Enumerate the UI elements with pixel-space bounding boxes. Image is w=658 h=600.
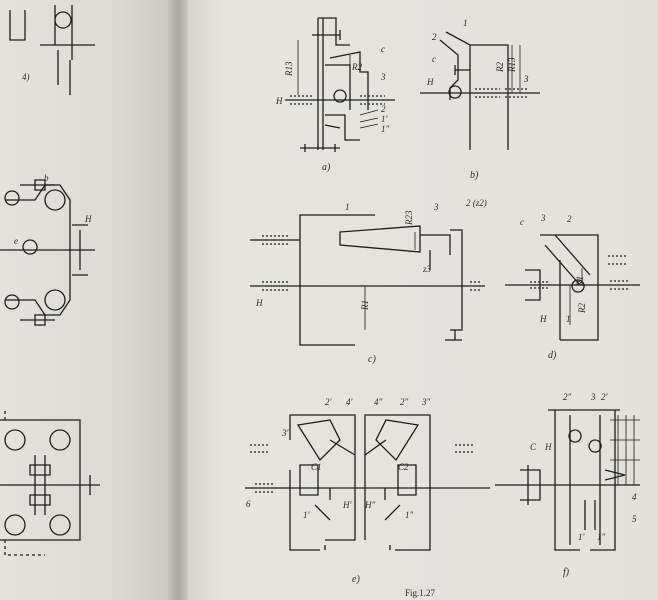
a-label-h: H xyxy=(275,96,283,106)
b-label-1: 1 xyxy=(463,18,468,28)
e-label-4pp: 4" xyxy=(374,397,383,407)
f-label-2p: 2' xyxy=(601,392,609,402)
c-label-3: 3 xyxy=(433,202,439,212)
a-caption: a) xyxy=(322,162,331,173)
c-caption: c) xyxy=(368,354,376,365)
e-label-3pp: 3" xyxy=(421,397,431,407)
b-label-h: H xyxy=(426,77,434,87)
b-label-2: 2 xyxy=(432,32,437,42)
b-label-3: 3 xyxy=(523,74,529,84)
b-label-r2: R2 xyxy=(495,62,505,73)
f-label-5: 5 xyxy=(632,514,637,524)
d-label-r2: R2 xyxy=(577,303,587,314)
b-label-c: c xyxy=(432,54,436,64)
a-label-1pp: 1" xyxy=(381,124,390,134)
f-label-1pp: 1" xyxy=(597,532,606,542)
e-caption: e) xyxy=(352,574,360,585)
e-label-3p: 3' xyxy=(281,428,290,438)
scheme-panel-b: 1 2 c H 3 R2 R13 b) xyxy=(420,18,540,181)
a-label-3: 3 xyxy=(380,72,386,82)
scheme-panel-d: c 3 2 R1 R2 H 1 d) xyxy=(505,213,640,361)
e-label-hpp: H" xyxy=(364,500,375,510)
c-label-h: H xyxy=(255,298,263,308)
scheme-panel-a: R13 R2 c 3 2 1' 1" H a) xyxy=(275,17,395,173)
f-label-3: 3 xyxy=(590,392,596,402)
a-label-c: c xyxy=(381,44,385,54)
e-label-1p: 1' xyxy=(303,510,311,520)
e-label-c2: C2 xyxy=(398,462,409,472)
e-label-1pp: 1" xyxy=(405,510,414,520)
right-book-page xyxy=(188,0,658,600)
c-label-1: 1 xyxy=(345,202,350,212)
book-gutter xyxy=(168,0,190,600)
left-label-h: H xyxy=(84,214,92,224)
scheme-panel-f: 2" 3 2' C H 4 5 1' 1" f) xyxy=(495,392,640,578)
figure-caption: Fig.1.27 xyxy=(405,588,436,598)
left-label-b: b xyxy=(44,173,49,183)
d-label-r1: R1 xyxy=(575,276,585,287)
d-label-3: 3 xyxy=(540,213,546,223)
c-label-2z2: 2 (z2) xyxy=(466,198,487,208)
d-label-1: 1 xyxy=(566,314,571,324)
e-label-6: 6 xyxy=(246,499,251,509)
e-label-hp: H' xyxy=(342,500,352,510)
e-label-2pp: 2" xyxy=(400,397,409,407)
f-label-c: C xyxy=(530,442,537,452)
left-label-e: e xyxy=(14,236,18,246)
e-label-2p: 2' xyxy=(325,397,333,407)
a-label-r13: R13 xyxy=(284,61,294,77)
c-label-r1: R1 xyxy=(360,300,370,311)
left-page-diagrams: 4) b H e xyxy=(0,5,100,556)
f-caption: f) xyxy=(563,567,570,578)
c-label-z3: z3 xyxy=(422,264,432,274)
scheme-panel-e: 2' 4' 4" 2" 3" 3' C1 C2 1' 1" H' H" 6 e) xyxy=(245,397,490,585)
a-label-2: 2 xyxy=(381,104,386,114)
d-label-c: c xyxy=(520,217,524,227)
e-label-4p: 4' xyxy=(346,397,354,407)
a-label-1p: 1' xyxy=(381,114,389,124)
d-label-2: 2 xyxy=(567,214,572,224)
f-label-1p: 1' xyxy=(578,532,586,542)
scheme-panel-c: 1 3 2 (z2) R23 z3 H R1 c) xyxy=(250,198,487,365)
f-label-4: 4 xyxy=(632,492,637,502)
left-label-4: 4) xyxy=(22,72,30,82)
c-label-r23: R23 xyxy=(404,210,414,226)
d-label-h: H xyxy=(539,314,547,324)
e-label-c1: C1 xyxy=(311,462,322,472)
b-label-r13: R13 xyxy=(507,57,517,73)
b-caption: b) xyxy=(470,170,479,181)
f-label-2pp: 2" xyxy=(563,392,572,402)
d-caption: d) xyxy=(548,350,557,361)
a-label-r2: R2 xyxy=(351,62,362,72)
f-label-h: H xyxy=(544,442,552,452)
